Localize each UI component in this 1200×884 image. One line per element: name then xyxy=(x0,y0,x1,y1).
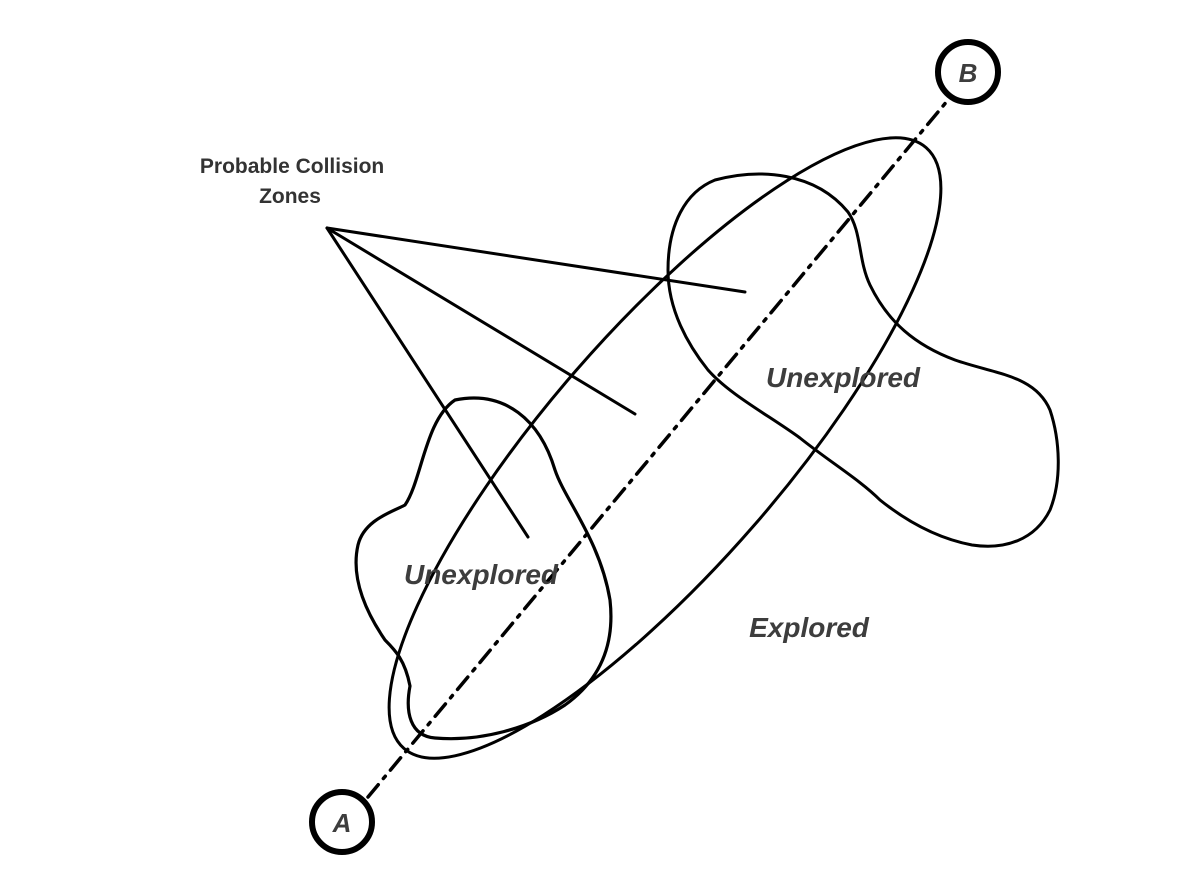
unexplored-label-left: Unexplored xyxy=(404,559,559,590)
callout-line-2 xyxy=(325,226,637,416)
node-b-label: B xyxy=(959,58,978,88)
node-b-circle xyxy=(935,39,1001,105)
trajectory-line xyxy=(366,98,950,799)
explored-ellipse xyxy=(387,136,943,760)
unexplored-label-right: Unexplored xyxy=(766,362,921,393)
node-a-circle xyxy=(309,789,375,855)
collision-zones-label-line-1: Probable Collision xyxy=(200,155,384,178)
unexplored-blob-left xyxy=(354,396,613,741)
callout-line-1 xyxy=(325,226,747,294)
callout-line-3 xyxy=(325,226,530,539)
unexplored-blob-right xyxy=(666,172,1060,548)
node-a-label: A xyxy=(332,808,352,838)
collision-zones-label-line-2: Zones xyxy=(259,185,321,208)
node-a: A xyxy=(309,789,375,855)
collision-zones-label: Probable Collision Zones xyxy=(200,155,390,208)
explored-label: Explored xyxy=(749,612,870,643)
node-b: B xyxy=(935,39,1001,105)
